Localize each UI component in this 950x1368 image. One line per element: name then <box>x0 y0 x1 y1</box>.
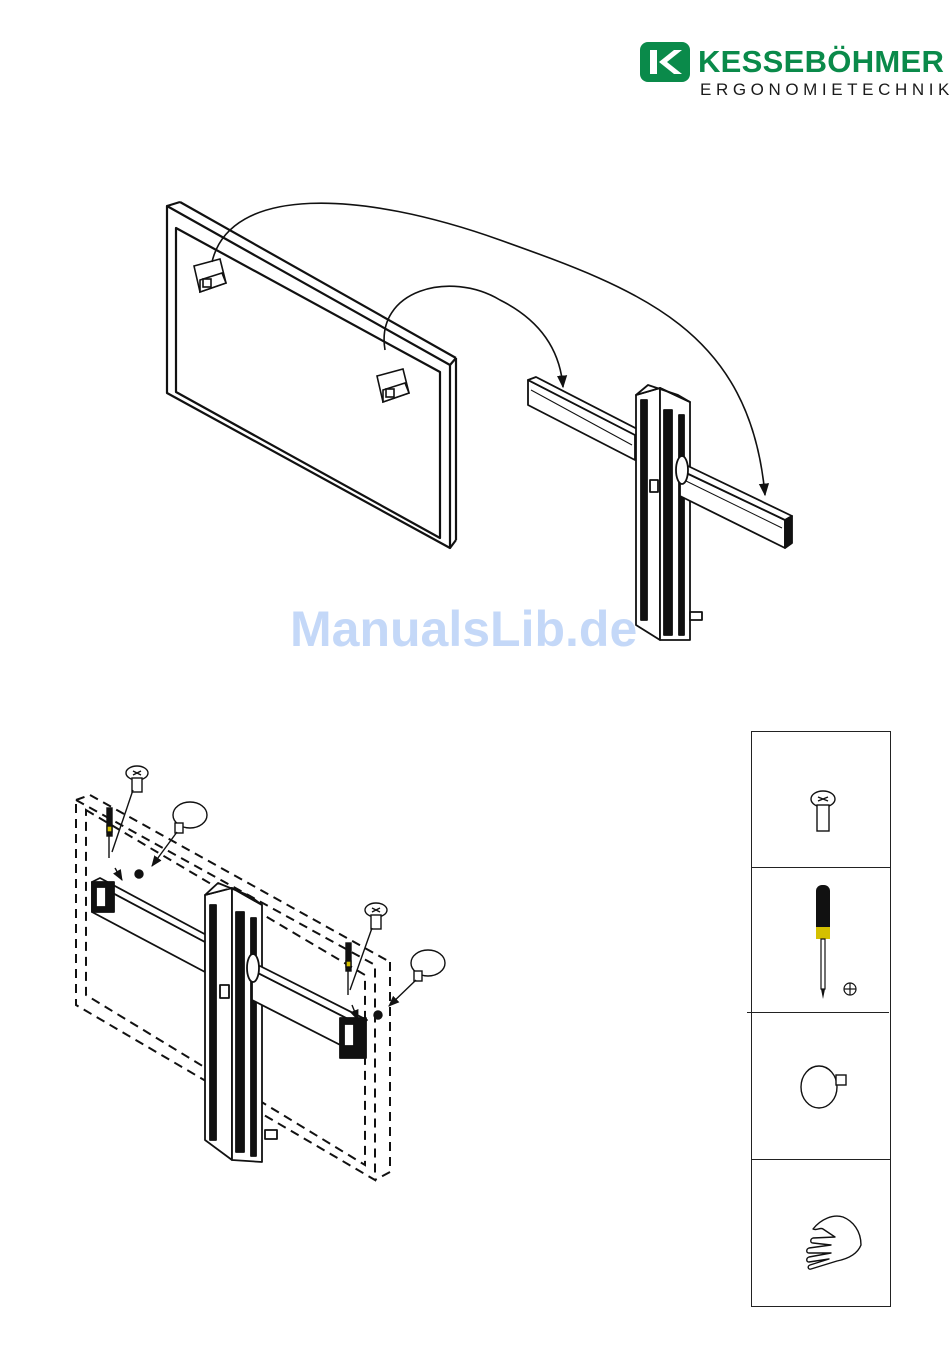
legend-cell-knob <box>751 1013 891 1159</box>
phillips-screwdriver-icon <box>751 867 891 1013</box>
legend-cell-hand <box>751 1159 891 1307</box>
watermark: ManualsLib.de <box>290 600 637 658</box>
hand-icon <box>751 1159 891 1307</box>
legend-cell-screw <box>751 731 891 867</box>
bottom-crossbar-and-column <box>92 878 367 1162</box>
right-screw-and-knob <box>346 903 445 1020</box>
screw-icon <box>751 731 891 867</box>
legend-cell-screwdriver <box>751 867 891 1013</box>
left-screw-and-knob <box>107 766 207 880</box>
monitor-panel <box>167 202 456 548</box>
tools-legend <box>751 731 891 1307</box>
knob-icon <box>751 1013 891 1159</box>
